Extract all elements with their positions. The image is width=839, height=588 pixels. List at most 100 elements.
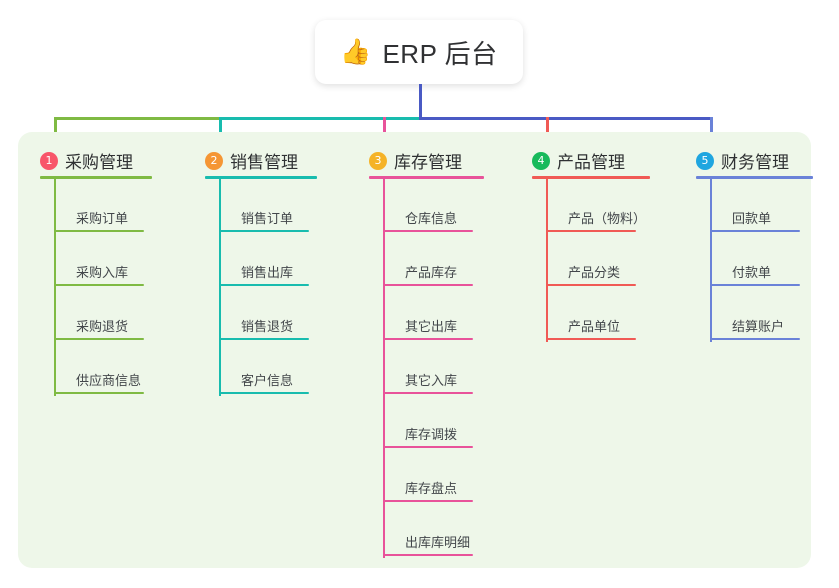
leaf-item[interactable]: 采购订单 [54,202,184,232]
leaf-item[interactable]: 其它出库 [383,310,513,340]
leaf-item-rule [383,392,473,394]
branch-header-rule [205,176,317,179]
leaf-item-rule [710,284,800,286]
leaf-item[interactable]: 产品库存 [383,256,513,286]
leaf-item-rule [383,500,473,502]
leaf-item-label: 其它出库 [405,319,458,334]
leaf-item-rule [383,338,473,340]
branch-header-库存管理[interactable]: 3 库存管理 [369,148,462,173]
leaf-item[interactable]: 客户信息 [219,364,349,394]
leaf-item-rule [54,284,144,286]
root-node-title: ERP 后台 [382,38,498,69]
branch-header-rule [40,176,152,179]
leaf-item-label: 产品单位 [568,319,621,334]
leaf-item-label: 销售订单 [241,211,294,226]
branch-column-财务管理: 5 财务管理回款单付款单结算账户 [690,0,839,588]
branch-header-rule [369,176,484,179]
leaf-item[interactable]: 其它入库 [383,364,513,394]
leaf-item-rule [383,230,473,232]
branch-spine [219,176,221,396]
leaf-item-label: 库存盘点 [405,481,458,496]
branch-header-销售管理[interactable]: 2 销售管理 [205,148,298,173]
leaf-item-label: 其它入库 [405,373,458,388]
thumbs-up-icon: 👍 [340,37,372,66]
branch-number-badge: 5 [696,151,714,170]
connector-segment-2 [219,117,422,120]
leaf-item-label: 库存调拨 [405,427,458,442]
branch-column-销售管理: 2 销售管理销售订单销售出库销售退货客户信息 [199,0,359,588]
branch-spine [710,176,712,342]
leaf-item-label: 付款单 [732,265,772,280]
branch-title: 产品管理 [557,153,625,172]
branch-header-产品管理[interactable]: 4 产品管理 [532,148,625,173]
leaf-item[interactable]: 供应商信息 [54,364,184,394]
leaf-item[interactable]: 产品（物料） [546,202,676,232]
leaf-item[interactable]: 产品单位 [546,310,676,340]
branch-header-财务管理[interactable]: 5 财务管理 [696,148,789,173]
leaf-item-label: 销售退货 [241,319,294,334]
leaf-item[interactable]: 库存盘点 [383,472,513,502]
leaf-item-label: 采购入库 [76,265,129,280]
connector-segment-3 [419,117,713,120]
branch-number-badge: 1 [40,151,58,170]
leaf-item-rule [710,230,800,232]
leaf-item-rule [383,284,473,286]
leaf-item-rule [219,230,309,232]
branch-spine [546,176,548,342]
leaf-item-rule [219,392,309,394]
leaf-item-rule [710,338,800,340]
leaf-item-rule [383,446,473,448]
leaf-item[interactable]: 回款单 [710,202,839,232]
leaf-item-rule [54,392,144,394]
leaf-item-label: 仓库信息 [405,211,458,226]
leaf-item[interactable]: 结算账户 [710,310,839,340]
leaf-item[interactable]: 仓库信息 [383,202,513,232]
leaf-item[interactable]: 销售退货 [219,310,349,340]
leaf-item-label: 供应商信息 [76,373,142,388]
branch-number-badge: 4 [532,151,550,170]
leaf-item-rule [54,230,144,232]
branch-number-badge: 3 [369,151,387,170]
branch-header-rule [696,176,813,179]
leaf-item-label: 采购退货 [76,319,129,334]
leaf-item[interactable]: 出库库明细 [383,526,513,556]
leaf-item-rule [219,284,309,286]
leaf-item-label: 采购订单 [76,211,129,226]
branch-column-库存管理: 3 库存管理仓库信息产品库存其它出库其它入库库存调拨库存盘点出库库明细 [363,0,523,588]
root-node[interactable]: 👍 ERP 后台 [315,20,523,84]
leaf-item-rule [546,230,636,232]
leaf-item-label: 出库库明细 [405,535,471,550]
leaf-item-label: 回款单 [732,211,772,226]
leaf-item[interactable]: 销售订单 [219,202,349,232]
branch-spine [54,176,56,396]
leaf-item-rule [54,338,144,340]
leaf-item[interactable]: 采购入库 [54,256,184,286]
branch-title: 财务管理 [721,153,789,172]
branch-header-采购管理[interactable]: 1 采购管理 [40,148,133,173]
leaf-item-rule [383,554,473,556]
branch-title: 库存管理 [394,153,462,172]
connector-segment-1 [54,117,222,120]
leaf-item-label: 客户信息 [241,373,294,388]
branch-title: 销售管理 [230,153,298,172]
branch-number-badge: 2 [205,151,223,170]
leaf-item-label: 销售出库 [241,265,294,280]
leaf-item[interactable]: 库存调拨 [383,418,513,448]
branch-header-rule [532,176,650,179]
leaf-item-rule [219,338,309,340]
leaf-item-label: 产品库存 [405,265,458,280]
branch-title: 采购管理 [65,153,133,172]
branch-column-采购管理: 1 采购管理采购订单采购入库采购退货供应商信息 [34,0,194,588]
leaf-item-label: 结算账户 [732,319,785,334]
leaf-item[interactable]: 采购退货 [54,310,184,340]
leaf-item[interactable]: 付款单 [710,256,839,286]
branch-spine [383,176,385,558]
leaf-item[interactable]: 产品分类 [546,256,676,286]
trunk-line [419,84,422,117]
leaf-item-label: 产品分类 [568,265,621,280]
leaf-item[interactable]: 销售出库 [219,256,349,286]
leaf-item-label: 产品（物料） [568,211,647,226]
leaf-item-rule [546,338,636,340]
branch-column-产品管理: 4 产品管理产品（物料） 产品分类产品单位 [526,0,686,588]
